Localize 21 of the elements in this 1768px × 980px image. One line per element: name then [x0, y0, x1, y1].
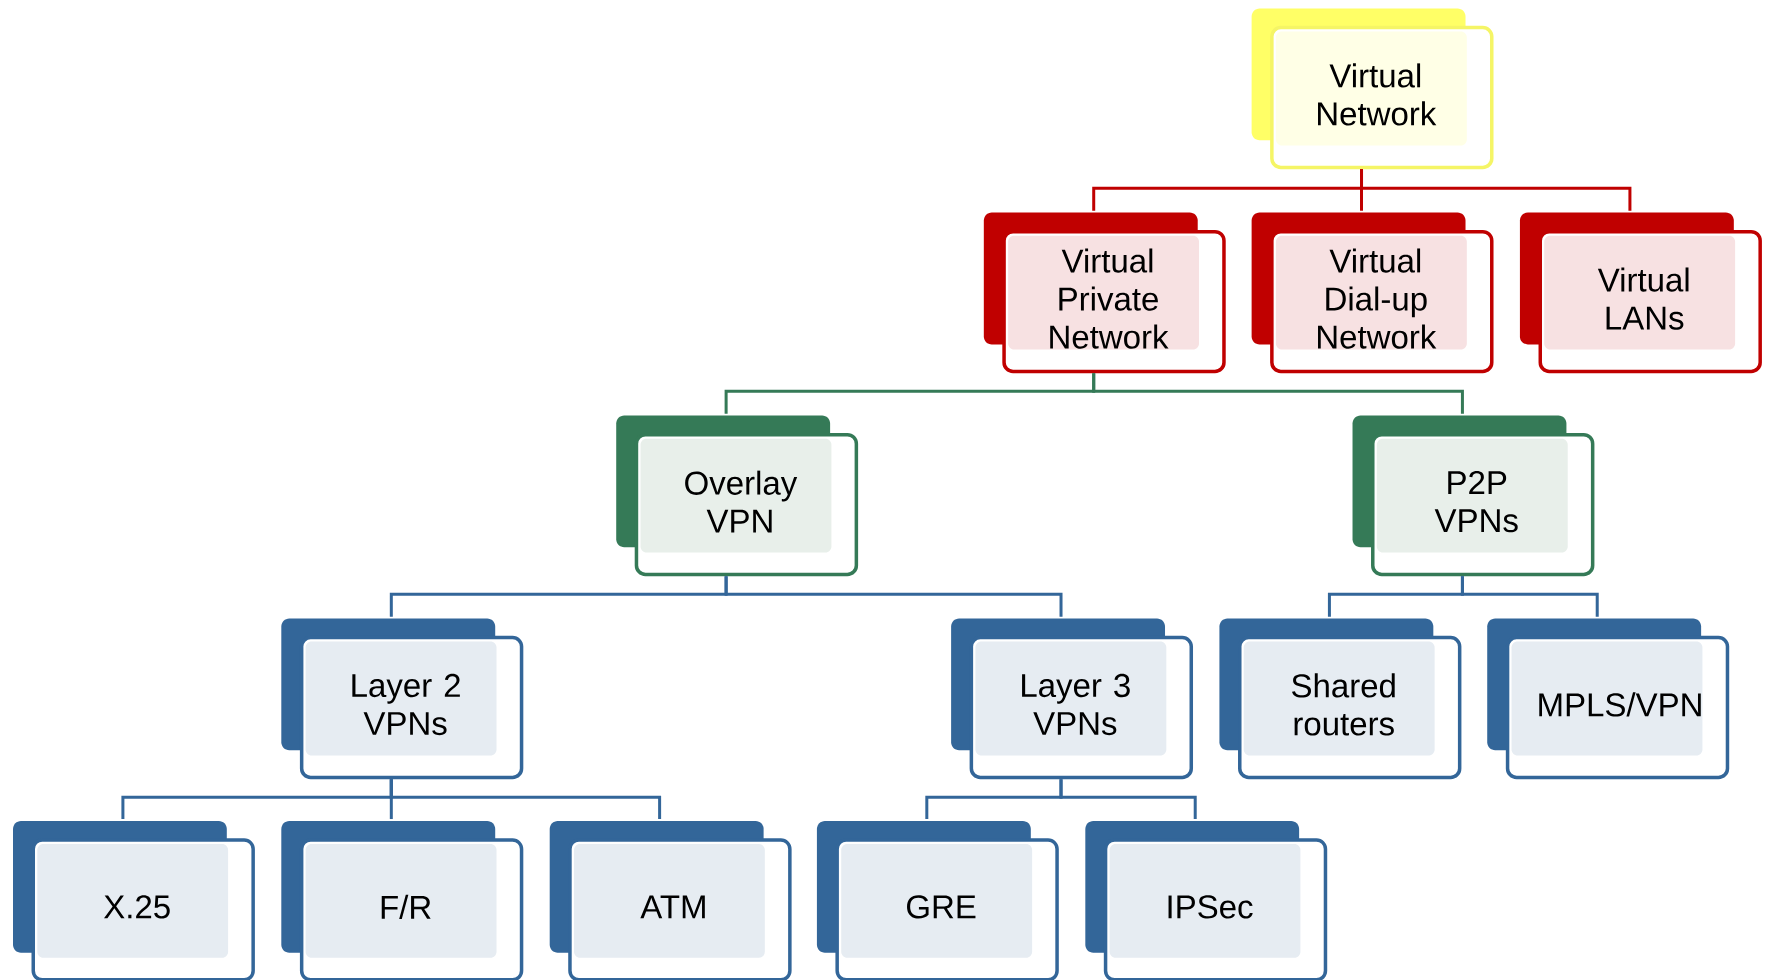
- process-box: ATM: [549, 820, 792, 980]
- process-box: Virtual LANs: [1519, 212, 1762, 374]
- process-box: Layer 3 VPNs: [951, 618, 1193, 780]
- process-box: IPSec: [1085, 820, 1328, 980]
- process-box: Virtual Network: [1251, 8, 1494, 170]
- process-box: Virtual Dial-up Network: [1251, 212, 1494, 374]
- process-box: MPLS/VPN: [1487, 618, 1730, 780]
- connector: [724, 576, 1063, 617]
- process-box: Shared routers: [1219, 618, 1462, 780]
- connector: [1360, 169, 1632, 211]
- process-box: P2P VPNs: [1352, 415, 1595, 577]
- process-box: Layer 2 VPNs: [281, 618, 524, 780]
- process-box: X.25: [13, 820, 255, 980]
- connector: [389, 779, 662, 820]
- process-box: GRE: [816, 820, 1059, 980]
- connector: [1092, 373, 1464, 414]
- process-box: Overlay VPN: [616, 415, 859, 577]
- connector: [1059, 779, 1197, 820]
- connector: [1460, 576, 1599, 617]
- process-box: Virtual Private Network: [983, 212, 1226, 374]
- process-box: F/R: [281, 820, 524, 980]
